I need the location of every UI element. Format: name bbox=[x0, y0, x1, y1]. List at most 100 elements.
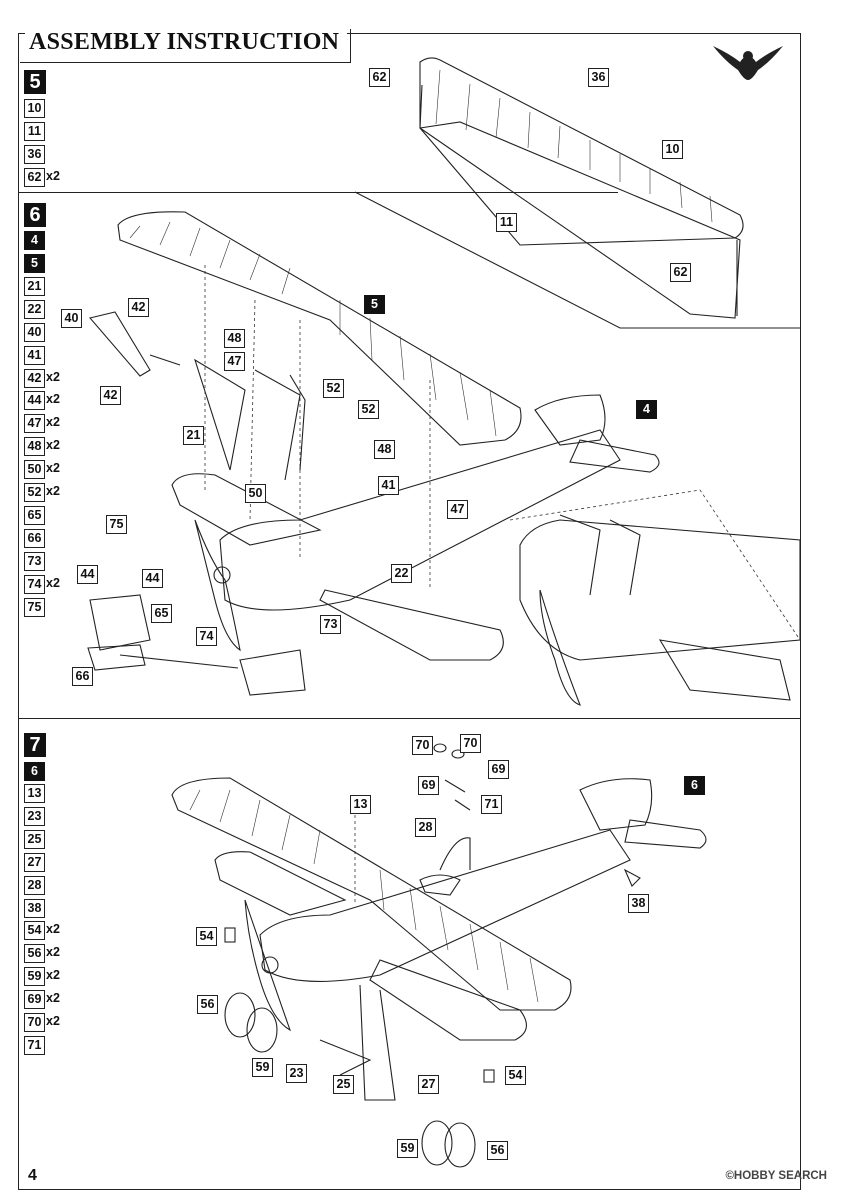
callout: 54 bbox=[196, 927, 217, 946]
part-qty: x2 bbox=[46, 438, 60, 452]
callout: 62 bbox=[670, 263, 691, 282]
step6-aircraft-art bbox=[87, 211, 801, 706]
part-tag: 66 bbox=[24, 529, 45, 548]
callout: 50 bbox=[245, 484, 266, 503]
step-divider bbox=[18, 718, 801, 719]
callout: 52 bbox=[323, 379, 344, 398]
part-tag: 70 bbox=[24, 1013, 45, 1032]
callout: 13 bbox=[350, 795, 371, 814]
title-box bbox=[20, 29, 351, 63]
callout: 5 bbox=[364, 295, 385, 314]
callout: 25 bbox=[333, 1075, 354, 1094]
callout: 75 bbox=[106, 515, 127, 534]
callout: 73 bbox=[320, 615, 341, 634]
part-tag: 50 bbox=[24, 460, 45, 479]
callout: 65 bbox=[151, 604, 172, 623]
callout: 21 bbox=[183, 426, 204, 445]
part-tag: 48 bbox=[24, 437, 45, 456]
part-tag: 73 bbox=[24, 552, 45, 571]
callout: 62 bbox=[369, 68, 390, 87]
callout: 59 bbox=[397, 1139, 418, 1158]
callout: 27 bbox=[418, 1075, 439, 1094]
page-title: ASSEMBLY INSTRUCTION bbox=[25, 29, 348, 56]
step-number: 6 bbox=[24, 203, 46, 227]
page-number: 4 bbox=[28, 1167, 37, 1184]
watermark: ©HOBBY SEARCH bbox=[725, 1170, 827, 1182]
part-tag: 65 bbox=[24, 506, 45, 525]
part-tag: 28 bbox=[24, 876, 45, 895]
part-tag: 59 bbox=[24, 967, 45, 986]
part-qty: x2 bbox=[46, 370, 60, 384]
step-number: 7 bbox=[24, 733, 46, 757]
part-tag: 27 bbox=[24, 853, 45, 872]
part-qty: x2 bbox=[46, 991, 60, 1005]
part-qty: x2 bbox=[46, 392, 60, 406]
part-tag: 54 bbox=[24, 921, 45, 940]
callout: 11 bbox=[496, 213, 517, 232]
callout: 42 bbox=[128, 298, 149, 317]
part-tag: 40 bbox=[24, 323, 45, 342]
callout: 38 bbox=[628, 894, 649, 913]
part-tag: 52 bbox=[24, 483, 45, 502]
part-tag: 74 bbox=[24, 575, 45, 594]
callout: 40 bbox=[61, 309, 82, 328]
callout: 28 bbox=[415, 818, 436, 837]
part-tag: 25 bbox=[24, 830, 45, 849]
callout: 36 bbox=[588, 68, 609, 87]
callout: 54 bbox=[505, 1066, 526, 1085]
callout: 47 bbox=[447, 500, 468, 519]
part-tag: 62 bbox=[24, 168, 45, 187]
callout: 4 bbox=[636, 400, 657, 419]
part-tag: 56 bbox=[24, 944, 45, 963]
callout: 47 bbox=[224, 352, 245, 371]
part-tag: 69 bbox=[24, 990, 45, 1009]
callout: 22 bbox=[391, 564, 412, 583]
part-tag: 10 bbox=[24, 99, 45, 118]
part-tag: 22 bbox=[24, 300, 45, 319]
callout: 69 bbox=[488, 760, 509, 779]
part-qty: x2 bbox=[46, 945, 60, 959]
part-tag: 23 bbox=[24, 807, 45, 826]
callout: 71 bbox=[481, 795, 502, 814]
part-qty: x2 bbox=[46, 1014, 60, 1028]
part-tag: 6 bbox=[24, 762, 45, 781]
callout: 41 bbox=[378, 476, 399, 495]
callout: 56 bbox=[197, 995, 218, 1014]
part-tag: 4 bbox=[24, 231, 45, 250]
callout: 10 bbox=[662, 140, 683, 159]
callout: 52 bbox=[358, 400, 379, 419]
part-tag: 71 bbox=[24, 1036, 45, 1055]
callout: 59 bbox=[252, 1058, 273, 1077]
part-qty: x2 bbox=[46, 169, 60, 183]
part-tag: 11 bbox=[24, 122, 45, 141]
eagle-logo-icon bbox=[713, 46, 783, 80]
callout: 42 bbox=[100, 386, 121, 405]
part-tag: 5 bbox=[24, 254, 45, 273]
part-qty: x2 bbox=[46, 415, 60, 429]
step5-wing-art bbox=[419, 57, 744, 319]
part-qty: x2 bbox=[46, 461, 60, 475]
callout: 70 bbox=[460, 734, 481, 753]
callout: 69 bbox=[418, 776, 439, 795]
callout: 74 bbox=[196, 627, 217, 646]
callout: 70 bbox=[412, 736, 433, 755]
part-tag: 75 bbox=[24, 598, 45, 617]
callout: 6 bbox=[684, 776, 705, 795]
callout: 44 bbox=[142, 569, 163, 588]
part-tag: 36 bbox=[24, 145, 45, 164]
callout: 48 bbox=[224, 329, 245, 348]
part-tag: 44 bbox=[24, 391, 45, 410]
part-tag: 13 bbox=[24, 784, 45, 803]
part-qty: x2 bbox=[46, 922, 60, 936]
part-tag: 41 bbox=[24, 346, 45, 365]
part-qty: x2 bbox=[46, 576, 60, 590]
part-tag: 42 bbox=[24, 369, 45, 388]
part-tag: 21 bbox=[24, 277, 45, 296]
part-tag: 47 bbox=[24, 414, 45, 433]
part-tag: 38 bbox=[24, 899, 45, 918]
callout: 48 bbox=[374, 440, 395, 459]
part-qty: x2 bbox=[46, 968, 60, 982]
callout: 56 bbox=[487, 1141, 508, 1160]
callout: 23 bbox=[286, 1064, 307, 1083]
